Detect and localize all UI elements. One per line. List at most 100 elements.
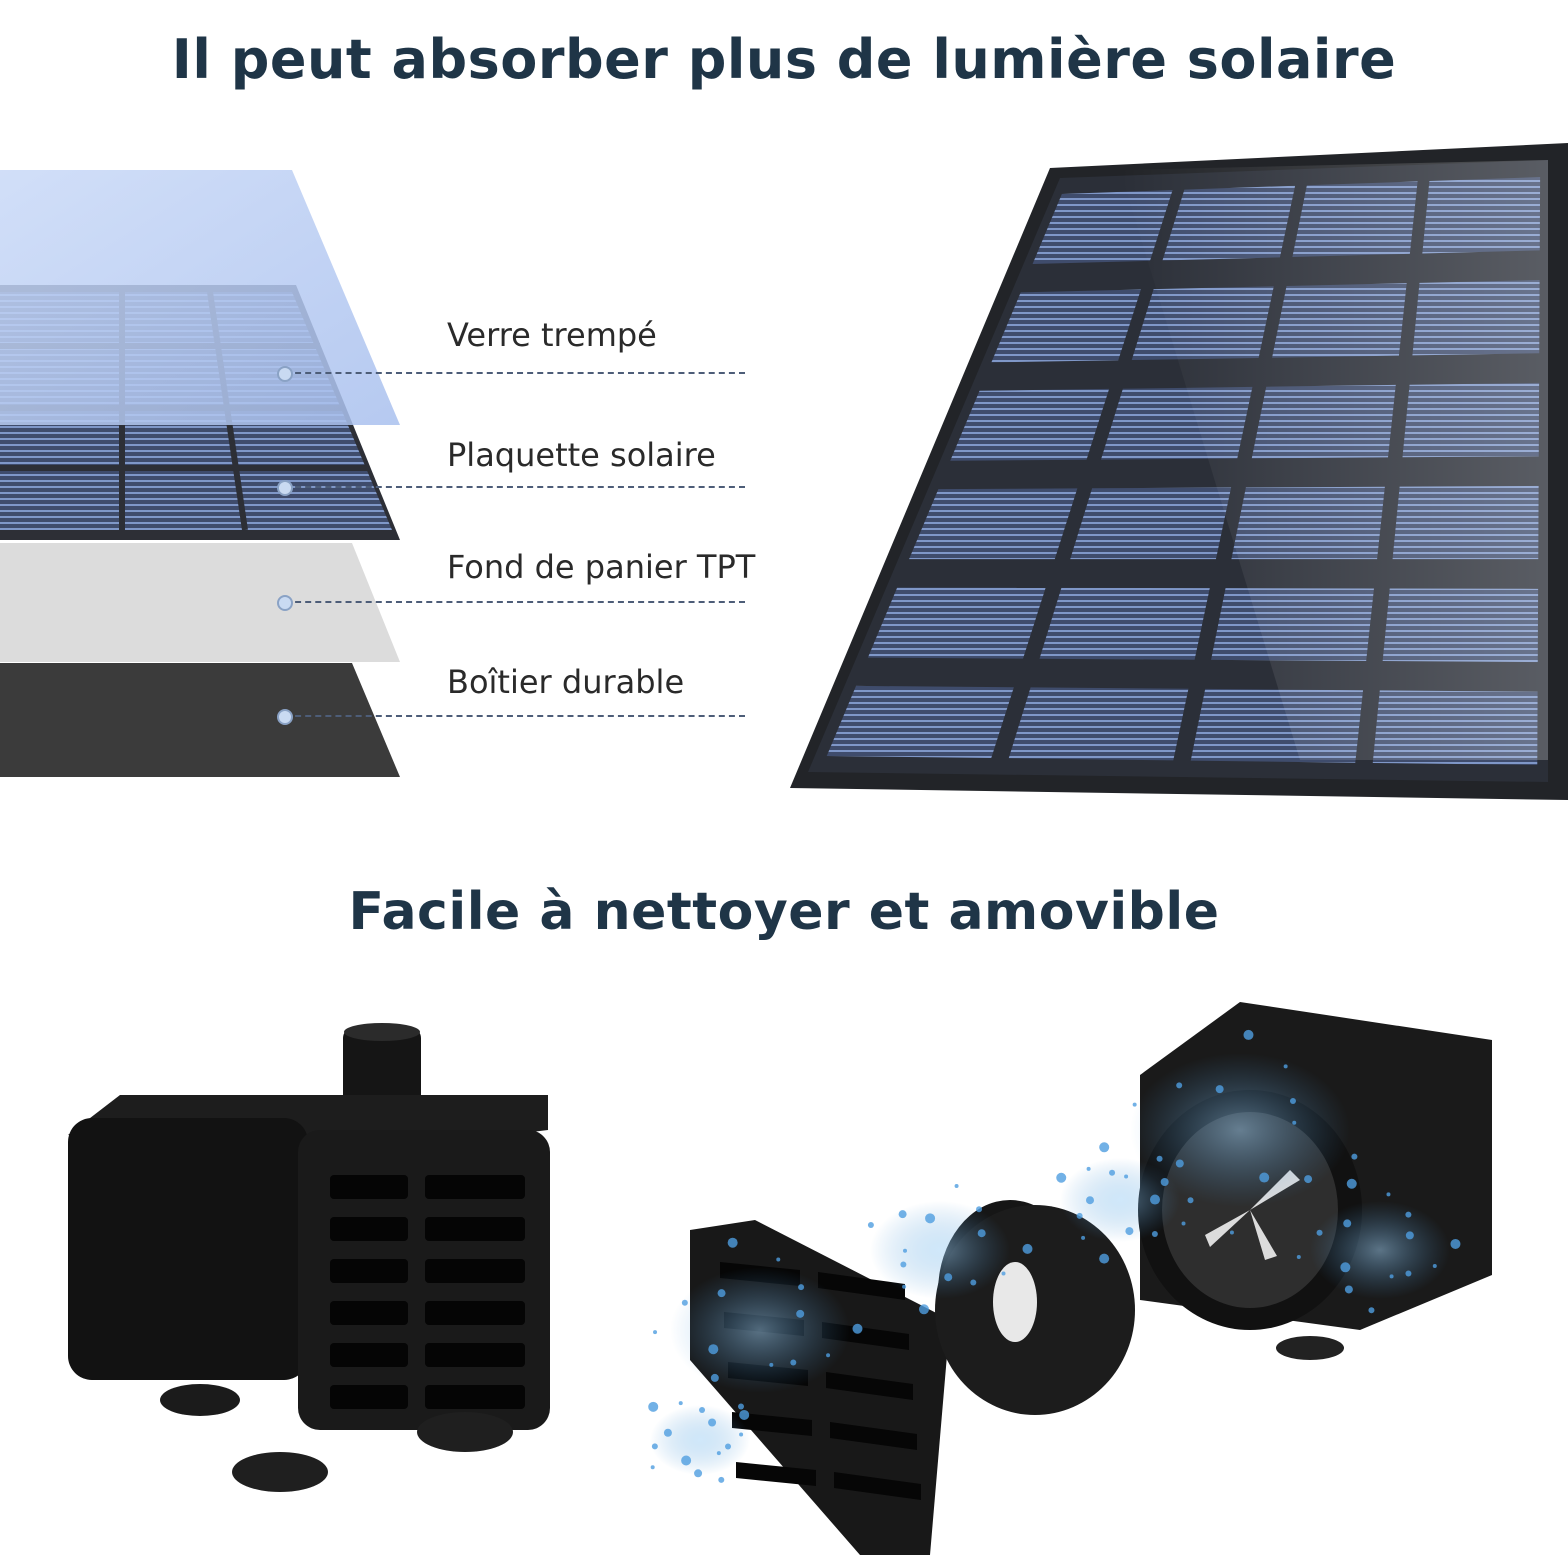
leader-line-tempered-glass <box>285 372 745 374</box>
water-droplet <box>1283 1064 1288 1069</box>
grille-slot <box>330 1259 408 1283</box>
solar-cell <box>826 685 1014 759</box>
water-droplet <box>739 1432 744 1437</box>
grille-slot <box>425 1343 525 1367</box>
solar-cell <box>1070 487 1232 560</box>
layer-label-durable-housing: Boîtier durable <box>447 663 685 701</box>
solar-cell <box>1008 687 1189 761</box>
water-droplet <box>1151 1231 1158 1238</box>
water-droplet <box>1156 1155 1163 1162</box>
water-droplet <box>954 1184 959 1189</box>
water-droplet <box>718 1476 725 1483</box>
water-droplet <box>769 1362 774 1367</box>
water-droplet <box>1351 1153 1358 1160</box>
water-droplet <box>1081 1235 1086 1240</box>
water-droplet <box>1160 1178 1169 1187</box>
water-droplet <box>970 1279 977 1286</box>
water-droplet <box>681 1299 688 1306</box>
water-droplet <box>826 1353 831 1358</box>
water-droplet <box>776 1257 781 1262</box>
water-splash <box>1130 1053 1350 1207</box>
water-droplet <box>1124 1174 1129 1179</box>
water-splash <box>1310 1201 1450 1299</box>
water-droplet <box>1450 1238 1461 1249</box>
water-droplet <box>1316 1229 1323 1236</box>
water-splash-effects <box>648 1029 1461 1483</box>
water-droplet <box>1125 1227 1134 1236</box>
water-droplet <box>1086 1196 1095 1205</box>
water-droplet <box>790 1359 797 1366</box>
grille-slot <box>425 1259 525 1283</box>
water-droplet <box>902 1284 907 1289</box>
water-droplet <box>900 1261 907 1268</box>
water-droplet <box>1076 1212 1083 1219</box>
marker-dot-solar-wafer <box>277 480 293 496</box>
water-droplet <box>925 1213 936 1224</box>
water-droplet <box>1099 1142 1110 1153</box>
leader-line-tpt-backplane <box>285 601 745 603</box>
tpt-backplane-layer-shape <box>0 543 400 662</box>
water-droplet <box>678 1401 683 1406</box>
grille-slot <box>425 1175 525 1199</box>
water-droplet <box>648 1401 659 1412</box>
water-droplet <box>1109 1169 1116 1176</box>
water-droplet <box>1259 1172 1270 1183</box>
water-droplet <box>1304 1175 1313 1184</box>
water-droplet <box>650 1465 655 1470</box>
water-droplet <box>653 1330 658 1335</box>
solar-cell <box>950 388 1110 461</box>
leader-line-solar-wafer <box>285 486 745 488</box>
water-droplet <box>725 1443 732 1450</box>
water-droplet <box>867 1221 874 1228</box>
water-droplet <box>1405 1270 1412 1277</box>
water-droplet <box>852 1323 863 1334</box>
water-droplet <box>663 1428 672 1437</box>
solar-cell <box>867 587 1046 659</box>
water-droplet <box>1386 1192 1391 1197</box>
water-droplet <box>708 1344 719 1355</box>
grille-slot <box>732 1412 812 1436</box>
water-droplet <box>1292 1120 1297 1125</box>
grille-slot <box>736 1462 816 1486</box>
grille-slot <box>425 1217 525 1241</box>
water-droplet <box>1056 1172 1067 1183</box>
marker-dot-tempered-glass <box>277 366 293 382</box>
grille-slot <box>330 1175 408 1199</box>
layer-label-solar-wafer: Plaquette solaire <box>447 436 716 474</box>
marker-dot-durable-housing <box>277 709 293 725</box>
water-droplet <box>716 1451 721 1456</box>
grille-slot <box>330 1385 408 1409</box>
water-droplet <box>977 1229 986 1238</box>
water-splash <box>670 1267 850 1393</box>
water-droplet <box>694 1469 703 1478</box>
water-droplet <box>918 1304 929 1315</box>
water-droplet <box>1001 1271 1006 1276</box>
water-droplet <box>944 1273 953 1282</box>
water-splash <box>870 1201 1010 1299</box>
solar-panel-image <box>790 143 1568 800</box>
water-droplet <box>1086 1166 1091 1171</box>
grille-slot <box>425 1385 525 1409</box>
grille-slot <box>425 1301 525 1325</box>
water-droplet <box>1243 1029 1254 1040</box>
water-droplet <box>1149 1194 1160 1205</box>
water-droplet <box>1289 1098 1296 1105</box>
leader-line-durable-housing <box>285 715 745 717</box>
water-droplet <box>699 1407 706 1414</box>
water-droplet <box>1346 1178 1357 1189</box>
water-droplet <box>1296 1255 1301 1260</box>
marker-dot-tpt-backplane <box>277 595 293 611</box>
water-droplet <box>738 1403 745 1410</box>
water-droplet <box>1405 1211 1412 1218</box>
water-droplet <box>976 1206 983 1213</box>
water-droplet <box>1368 1307 1375 1314</box>
water-droplet <box>708 1418 717 1427</box>
water-droplet <box>796 1309 805 1318</box>
water-droplet <box>1389 1274 1394 1279</box>
grille-slot <box>330 1343 408 1367</box>
solar-section-title: Il peut absorber plus de lumière solaire <box>171 28 1397 91</box>
grille-slot <box>330 1301 408 1325</box>
water-droplet <box>898 1210 907 1219</box>
water-droplet <box>1175 1159 1184 1168</box>
water-droplet <box>1187 1197 1194 1204</box>
